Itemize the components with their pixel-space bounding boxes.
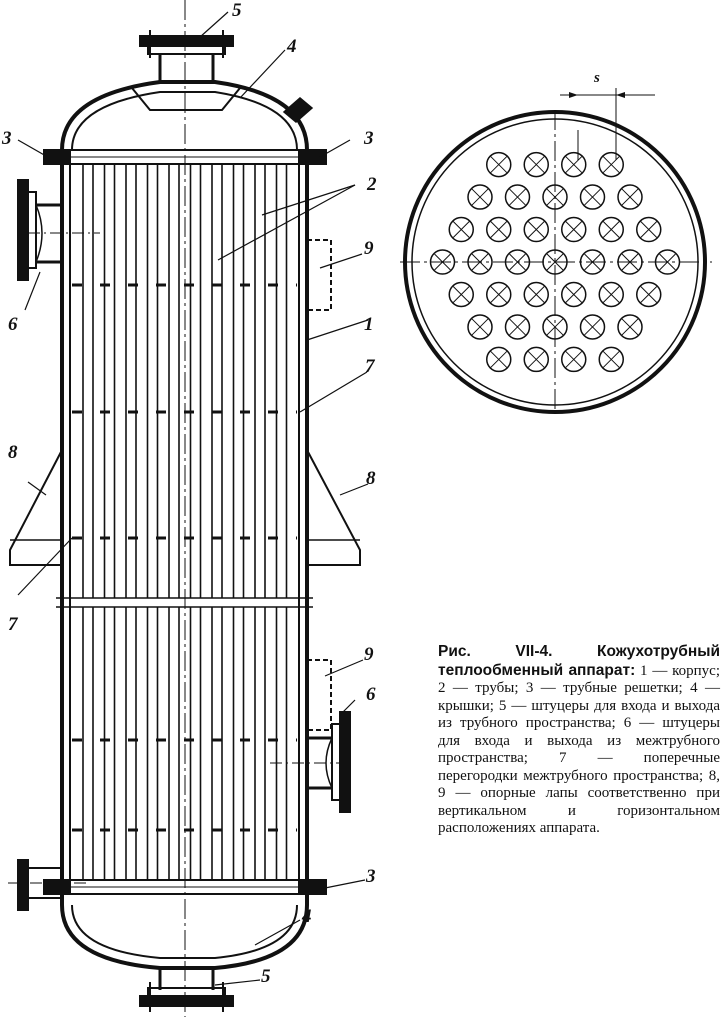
label-4-bottom: 4	[301, 906, 312, 927]
tube-hole	[542, 184, 568, 210]
tube-hole	[617, 184, 643, 210]
tube-hole	[523, 216, 549, 243]
label-6-left: 6	[8, 314, 18, 335]
bottom-nozzle	[139, 966, 234, 1012]
tube-hole	[467, 249, 493, 275]
upper-left-nozzle	[17, 179, 100, 281]
tube-hole	[486, 216, 512, 243]
tube-hole	[523, 151, 549, 178]
tube-hole	[561, 216, 587, 243]
tube-hole	[486, 151, 512, 178]
tube-hole	[448, 216, 474, 243]
tube-hole	[523, 281, 549, 308]
tube-hole	[523, 346, 549, 373]
tube-hole	[504, 249, 531, 275]
tube-hole	[542, 314, 568, 340]
leader-lines	[17, 11, 369, 986]
tube-hole	[429, 249, 456, 275]
tube-hole	[561, 281, 587, 308]
label-3-bottom: 3	[365, 866, 376, 887]
tube-hole	[579, 314, 606, 340]
tube-hole	[486, 346, 512, 373]
label-4-top: 4	[286, 36, 297, 57]
tube-hole	[561, 346, 587, 373]
lower-right-nozzle	[270, 711, 351, 813]
part-labels: 5 4 3 3 2 9 6 1 7 8 8 7 9 6 3 4 5 s	[1, 0, 600, 987]
tube-hole	[542, 249, 568, 275]
label-1: 1	[364, 314, 374, 335]
tube-hole	[617, 249, 643, 275]
top-cover	[60, 80, 314, 151]
tube-hole	[467, 184, 493, 210]
label-8-left: 8	[8, 442, 18, 463]
label-5-bottom: 5	[261, 966, 271, 987]
support-lugs-vertical	[9, 449, 361, 566]
bottom-cover	[60, 904, 309, 970]
tube-hole	[504, 184, 531, 210]
label-6-right: 6	[366, 684, 376, 705]
tube-hole	[598, 216, 624, 243]
caption-body: 1 — корпус; 2 — трубы; 3 — трубные решет…	[438, 662, 720, 837]
tube-hole	[636, 216, 662, 243]
tube-hole	[636, 281, 662, 308]
tube-hole	[467, 314, 493, 340]
label-7-right: 7	[365, 356, 376, 377]
support-lugs-horizontal	[306, 239, 332, 731]
label-5-top: 5	[232, 0, 242, 21]
tube-hole	[654, 249, 681, 275]
label-2: 2	[366, 174, 377, 195]
tube-sheet-layout	[400, 88, 712, 414]
tube-hole	[486, 281, 512, 308]
tube-hole	[598, 281, 624, 308]
label-3-left: 3	[1, 128, 12, 149]
tube-hole	[598, 346, 624, 373]
tubes	[82, 164, 288, 880]
drain-nozzle	[8, 859, 90, 911]
top-nozzle	[139, 30, 234, 84]
tube-hole	[579, 249, 606, 275]
tube-hole	[579, 184, 606, 210]
label-7-left: 7	[8, 614, 19, 635]
tube-hole	[504, 314, 531, 340]
tube-hole	[598, 151, 624, 178]
label-8-right: 8	[366, 468, 376, 489]
tube-hole	[561, 151, 587, 178]
label-9-bottom: 9	[364, 644, 374, 665]
tube-hole	[448, 281, 474, 308]
label-9-top: 9	[364, 238, 374, 259]
tube-hole	[617, 314, 643, 340]
label-pitch-s: s	[593, 70, 600, 86]
caption-title: Рис. VII-4. Кожухотрубный теплообменный …	[438, 643, 720, 679]
label-3-right: 3	[363, 128, 374, 149]
figure-caption: Рис. VII-4. Кожухотрубный теплообменный …	[438, 643, 720, 838]
